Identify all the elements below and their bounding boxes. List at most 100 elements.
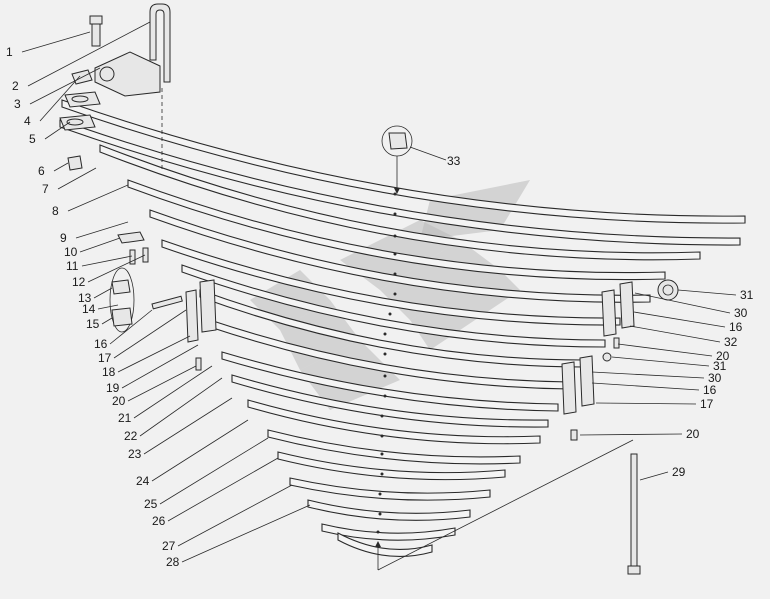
- part-label: 20: [112, 394, 126, 408]
- saddle-block: [94, 51, 161, 97]
- leader-line: [44, 121, 71, 140]
- leaf-center-hole: [393, 192, 397, 196]
- part-label: 25: [144, 497, 158, 511]
- leaf-center-hole: [388, 312, 392, 316]
- part-label: 6: [38, 164, 45, 178]
- leader-line: [617, 343, 713, 357]
- leaf-center-hole: [393, 212, 397, 216]
- leader-line: [143, 397, 233, 455]
- part-label: 24: [136, 474, 150, 488]
- leader-line: [633, 311, 726, 328]
- part-label: 30: [734, 306, 748, 320]
- small-parts-right: [570, 337, 620, 441]
- leader-line: [79, 237, 121, 253]
- spring-leaf: [277, 451, 506, 481]
- detail-circle-33: [381, 125, 413, 194]
- leader-line: [93, 287, 113, 299]
- leaf-center-hole: [383, 374, 387, 378]
- part-label: 3: [14, 97, 21, 111]
- washer-31: [657, 279, 679, 301]
- part-label: 5: [29, 132, 36, 146]
- leaf-center-hole: [380, 472, 384, 476]
- part-label: 33: [447, 154, 461, 168]
- leader-line: [101, 317, 113, 325]
- leader-line: [579, 433, 683, 436]
- leaf-center-hole: [393, 292, 397, 296]
- leader-line: [591, 371, 705, 379]
- leader-line: [67, 184, 129, 212]
- part-label: 21: [118, 411, 132, 425]
- leaf-center-hole: [378, 492, 382, 496]
- leader-line: [677, 289, 737, 296]
- spring-leaf: [99, 144, 701, 261]
- leader-line: [409, 146, 447, 161]
- clip-detail-13-15: [109, 267, 135, 333]
- part-label: 19: [106, 381, 120, 395]
- part-label: 31: [713, 359, 727, 373]
- leader-line: [181, 504, 311, 563]
- leaf-center-hole: [393, 252, 397, 256]
- part-label: 16: [703, 383, 717, 397]
- leader-line: [21, 31, 91, 53]
- leader-line: [27, 21, 151, 87]
- part-label: 9: [60, 231, 67, 245]
- leader-line: [611, 356, 710, 367]
- spring-leaf: [59, 119, 741, 246]
- bolt-top: [89, 15, 103, 47]
- leader-line: [629, 325, 721, 343]
- part-label: 1: [6, 45, 13, 59]
- left-labels: 1234567891011121314151617181920212223242…: [6, 21, 461, 569]
- part-label: 27: [162, 539, 176, 553]
- part-label: 4: [24, 114, 31, 128]
- bolt-16-left: [151, 295, 183, 310]
- leader-line: [117, 335, 191, 373]
- leaf-center-hole: [380, 434, 384, 438]
- rivet-20: [195, 357, 202, 371]
- part-label: 17: [700, 397, 714, 411]
- part-label: 23: [128, 447, 142, 461]
- leader-line: [177, 484, 293, 547]
- leader-line: [595, 402, 697, 405]
- part-label: 32: [724, 335, 738, 349]
- leader-line: [29, 67, 101, 105]
- part-label: 2: [12, 79, 19, 93]
- leader-line: [127, 365, 197, 402]
- leader-line: [109, 309, 153, 345]
- main-leaf-eye: [59, 91, 101, 131]
- pins-11-12: [129, 247, 149, 265]
- part-label: 14: [82, 302, 96, 316]
- part-label: 20: [716, 349, 730, 363]
- leader-line: [75, 221, 129, 239]
- leaf-center-hole: [393, 234, 397, 238]
- part-label: 15: [86, 317, 100, 331]
- leaf-center-hole: [393, 272, 397, 276]
- spacer-10: [117, 231, 145, 244]
- spring-leaf: [61, 99, 746, 224]
- part-label: 16: [729, 320, 743, 334]
- leaf-center-hole: [378, 512, 382, 516]
- part-label: 28: [166, 555, 180, 569]
- spring-leaf: [321, 523, 456, 541]
- spring-leaf: [289, 477, 491, 501]
- leader-line: [159, 437, 269, 505]
- part-label: 8: [52, 204, 59, 218]
- spring-leaf: [267, 429, 521, 465]
- leader-line: [113, 309, 187, 359]
- part-label: 22: [124, 429, 138, 443]
- leader-line: [53, 162, 69, 172]
- leader-line: [167, 457, 279, 522]
- part-label: 18: [102, 365, 116, 379]
- part-label: 13: [78, 291, 92, 305]
- part-label: 31: [740, 288, 754, 302]
- leader-line: [639, 471, 669, 481]
- part-label: 29: [672, 465, 686, 479]
- bottom-arrows: [375, 439, 634, 571]
- leaf-center-hole: [376, 530, 380, 534]
- leader-line: [81, 255, 133, 267]
- u-bolt: [149, 3, 171, 83]
- leader-line: [121, 344, 199, 389]
- spring-leaves: [59, 99, 746, 557]
- leaf-center-hole: [380, 452, 384, 456]
